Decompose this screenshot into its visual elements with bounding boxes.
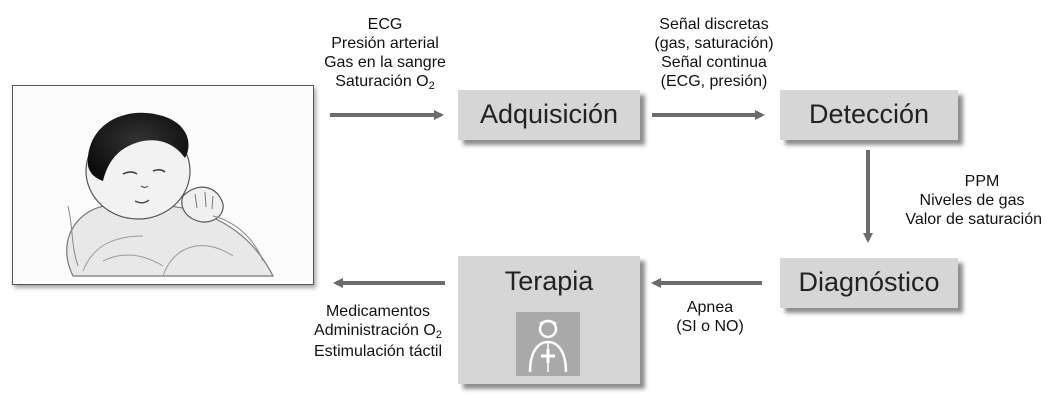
medication-text: Medicamentos (325, 303, 431, 320)
signal-line-1: Señal discretas (659, 16, 769, 33)
doctor-icon (516, 312, 580, 376)
input-blood-gas: Gas en la sangre (324, 54, 446, 71)
acquisition-box: Adquisición (458, 90, 640, 140)
signals-label: Señal discretas (gas, saturación) Señal … (634, 15, 794, 91)
apnea-label: Apnea (SI o NO) (660, 298, 760, 336)
inputs-label: ECG Presión arterial Gas en la sangre Sa… (312, 15, 458, 93)
input-o2-saturation: Saturación O2 (335, 73, 435, 92)
detection-label: Detección (808, 99, 930, 129)
input-ecg: ECG (367, 16, 403, 33)
tactile-stimulation-text: Estimulación táctil (313, 343, 443, 360)
therapy-actions-label: Medicamentos Administración O2 Estimulac… (300, 302, 456, 361)
saturation-value-text: Valor de saturación (905, 211, 1042, 228)
signal-line-3: Señal continua (661, 54, 767, 71)
gas-levels-text: Niveles de gas (919, 192, 1025, 209)
signal-line-2: (gas, saturación) (654, 35, 774, 52)
diagnosis-box: Diagnóstico (780, 258, 958, 308)
apnea-options-text: (SI o NO) (676, 318, 744, 335)
apnea-text: Apnea (686, 299, 734, 316)
newborn-sketch-icon (66, 112, 274, 277)
patient-newborn-image (12, 85, 314, 285)
therapy-box: Terapia (458, 256, 640, 384)
ppm-text: PPM (964, 173, 1000, 190)
therapy-label: Terapia (504, 266, 594, 296)
acquisition-label: Adquisición (479, 99, 619, 129)
signal-line-4: (ECG, presión) (660, 73, 768, 90)
o2-administration-text: Administración O2 (314, 322, 442, 341)
diagnosis-label: Diagnóstico (798, 267, 940, 297)
detection-box: Detección (780, 90, 958, 140)
input-blood-pressure: Presión arterial (331, 35, 439, 52)
detection-output-label: PPM Niveles de gas Valor de saturación (882, 172, 1042, 229)
